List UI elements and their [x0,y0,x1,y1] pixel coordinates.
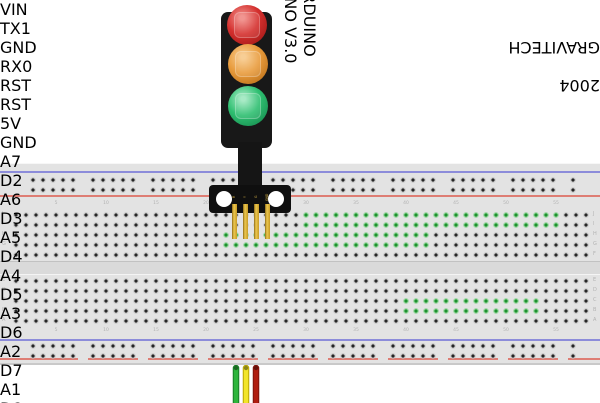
arduino-top-pin-label: 5V [0,114,22,133]
row-letter-right: J [593,211,595,217]
column-number-bottom: 45 [453,328,459,333]
arduino-bottom-pin-label: D3 [0,209,23,228]
column-number-top: 45 [453,201,459,206]
arduino-bottom-pin-label: D8 [0,399,600,403]
row-letter-right: C [593,297,597,303]
column-number-top: 5 [54,201,58,206]
column-number-bottom: 20 [203,328,209,333]
arduino-bottom-pin-label: D5 [0,285,23,304]
module-pin-label-2: Y [243,196,247,198]
row-letter-left: B [2,307,6,313]
led-green [228,86,268,126]
module-pin-3 [253,204,259,239]
row-letter-left: J [2,211,4,217]
pcb-mount-hole-right [268,191,284,207]
arduino-top-pin-label: VIN [0,0,28,19]
arduino-top-pin-label: GND [0,38,37,57]
arduino-bottom-pin-label: D6 [0,323,23,342]
arduino-bottom-pin-label: TX1 [0,19,31,38]
arduino-bottom-pin-label: D4 [0,247,23,266]
arduino-top-pin-label: A4 [0,266,22,285]
arduino-top-pin-label: A2 [0,342,22,361]
arduino-bottom-pin-label: RX0 [0,57,33,76]
row-letter-left: C [2,297,6,303]
column-number-top: 30 [303,201,309,206]
column-number-top: 50 [503,201,509,206]
column-number-top: 15 [153,201,159,206]
top-rail-red-line [0,195,600,197]
row-letter-left: H [2,231,6,237]
module-pin-4 [264,204,270,239]
led-red-lens [234,12,260,38]
row-letter-right: F [593,251,596,257]
led-yellow [228,44,268,84]
top-rail-blue-line [0,171,600,173]
row-letter-right: H [593,231,597,237]
column-number-bottom: 40 [403,328,409,333]
row-letter-right: E [593,277,597,283]
connected-holes-module-row [221,230,431,250]
arduino-top-pin-label: A3 [0,304,22,323]
arduino-bottom-pin-label: D7 [0,361,23,380]
connected-holes-above-arduino [301,210,563,230]
column-number-bottom: 30 [303,328,309,333]
module-pin-label-1: R [232,195,236,199]
connected-holes-below-arduino [401,296,541,316]
bottom-rail-blue-line [0,339,600,341]
arduino-top-pin-label: A5 [0,228,22,247]
row-letter-right: I [593,221,595,227]
column-number-bottom: 5 [54,328,58,333]
column-number-top: 20 [203,201,209,206]
column-number-top: 10 [103,201,109,206]
led-green-lens [235,93,261,119]
arduino-top-pin-label: RST [0,76,32,95]
column-number-bottom: 10 [103,328,109,333]
column-number-bottom: 15 [153,328,159,333]
row-letter-right: G [593,241,597,247]
column-number-bottom: 35 [353,328,359,333]
bottom-power-rail-holes [28,341,580,361]
row-letter-right: A [593,317,597,323]
led-red [227,5,267,45]
arduino-bottom-pin-label: D2 [0,171,23,190]
row-letter-left: D [2,287,6,293]
module-pin-label-3: G [254,195,258,199]
top-power-rail-holes [28,175,580,195]
row-letter-left: A [2,317,6,323]
row-letter-right: B [593,307,597,313]
arduino-top-pin-label: A6 [0,190,22,209]
arduino-top-pin-label: A1 [0,380,22,399]
row-letter-left: G [2,241,6,247]
row-letter-left: F [2,251,5,257]
column-number-top: 55 [553,201,559,206]
module-pin-1 [231,204,237,239]
column-number-bottom: 50 [503,328,509,333]
column-number-bottom: 55 [553,328,559,333]
module-pin-2 [242,204,248,239]
row-letter-right: D [593,287,597,293]
row-letter-left: I [2,221,4,227]
module-pin-label-4: GND [265,193,269,201]
column-number-top: 40 [403,201,409,206]
column-number-bottom: 25 [253,328,259,333]
traffic-light-stem [238,142,262,188]
arduino-bottom-pin-label: GND [0,133,37,152]
breadboard-center-channel [0,261,600,275]
pcb-mount-hole-left [216,191,232,207]
arduino-top-pin-label: A7 [0,152,22,171]
row-letter-left: E [2,277,6,283]
led-yellow-lens [235,51,261,77]
column-number-top: 35 [353,201,359,206]
arduino-bottom-pin-label: RST [0,95,32,114]
arduino-silk-icsp: ICSP [291,0,310,403]
